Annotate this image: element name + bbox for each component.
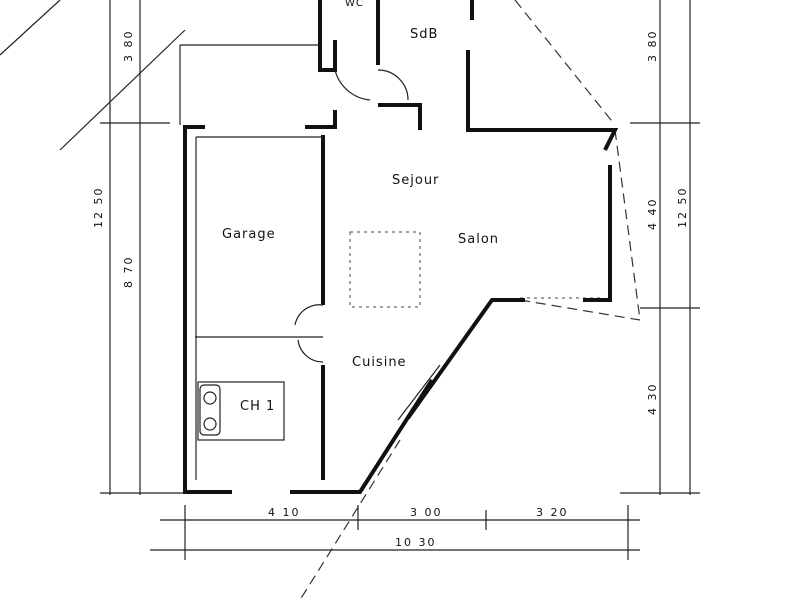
dimension-lines [100, 0, 700, 560]
dim-bottom-2: 3 00 [410, 506, 443, 519]
room-label-ch1: CH 1 [240, 399, 275, 414]
dim-right-mid: 4 40 [646, 198, 659, 231]
walls [183, 0, 619, 494]
doors [294, 69, 441, 421]
dim-bottom-1: 4 10 [268, 506, 301, 519]
dim-bottom-total: 10 30 [395, 536, 437, 549]
dim-right-top: 3 80 [646, 30, 659, 63]
room-label-cuisine: Cuisine [352, 355, 407, 370]
construction-lines [0, 0, 641, 600]
dim-left-total: 12 50 [92, 187, 105, 229]
dim-right-lower: 4 30 [646, 383, 659, 416]
room-label-wc: WC [345, 0, 364, 9]
room-label-salon: Salon [458, 232, 499, 247]
room-label-sdb: SdB [410, 27, 438, 42]
dim-right-total: 12 50 [676, 187, 689, 229]
bathroom-fixtures [199, 384, 221, 436]
dim-left-top: 3 80 [122, 30, 135, 63]
dim-left-lower: 8 70 [122, 256, 135, 289]
dim-bottom-3: 3 20 [536, 506, 569, 519]
room-label-garage: Garage [222, 227, 276, 242]
room-label-sejour: Sejour [392, 173, 439, 188]
